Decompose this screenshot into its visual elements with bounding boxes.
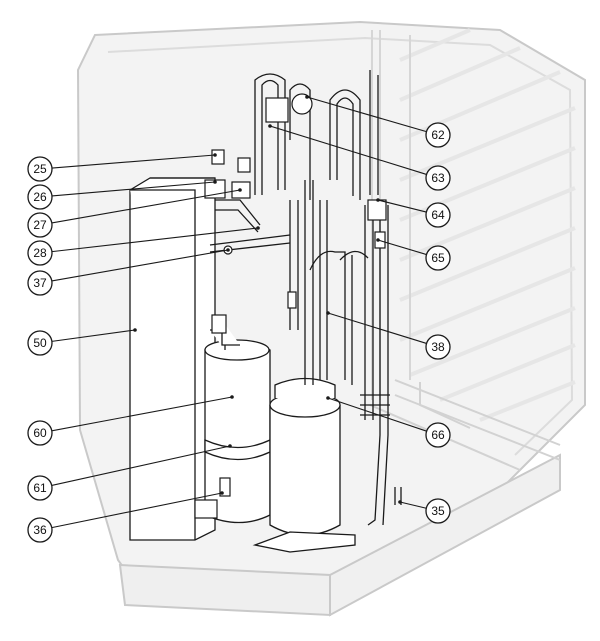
leader-line	[399, 501, 427, 509]
leader-end-dot	[326, 396, 330, 400]
callout-28: 28	[27, 226, 260, 266]
callout-60: 60	[27, 395, 234, 446]
callout-label: 35	[431, 504, 445, 518]
leader-end-dot	[230, 395, 234, 399]
leader-line	[51, 181, 216, 197]
leader-line	[51, 492, 223, 529]
callout-36: 36	[27, 491, 224, 543]
leader-end-dot	[238, 188, 242, 192]
callout-circle	[27, 270, 53, 296]
callout-circle	[27, 156, 53, 182]
leader-end-dot	[213, 180, 217, 184]
callout-62: 62	[305, 95, 451, 148]
callout-label: 50	[33, 336, 47, 350]
callout-label: 28	[33, 246, 47, 260]
valves-and-sensors	[194, 93, 387, 519]
callout-circle	[27, 212, 53, 238]
callout-38: 38	[326, 311, 451, 360]
leader-line	[306, 96, 427, 133]
callout-label: 26	[33, 190, 47, 204]
leader-end-dot	[220, 491, 224, 495]
leader-line	[377, 199, 427, 213]
callout-label: 63	[431, 171, 445, 185]
refrigerant-pipes	[209, 70, 402, 526]
accumulator	[252, 377, 356, 553]
leader-end-dot	[133, 328, 137, 332]
leader-line	[327, 397, 427, 432]
leader-end-dot	[213, 153, 217, 157]
callout-label: 36	[33, 523, 47, 537]
callout-circle	[27, 420, 53, 446]
leader-end-dot	[376, 238, 380, 242]
leader-line	[377, 239, 427, 256]
callout-label: 61	[33, 481, 47, 495]
callout-circle	[27, 517, 53, 543]
callout-label: 37	[33, 276, 47, 290]
callout-circle	[27, 330, 53, 356]
leader-line	[269, 125, 427, 175]
callout-61: 61	[27, 444, 232, 501]
leader-line	[51, 445, 231, 486]
leader-end-dot	[226, 248, 230, 252]
callout-circle	[425, 422, 451, 448]
callout-37: 37	[27, 248, 230, 296]
callout-35: 35	[398, 498, 451, 524]
callout-63: 63	[268, 124, 451, 191]
callout-circle	[27, 184, 53, 210]
callout-label: 25	[33, 162, 47, 176]
callout-circle	[27, 475, 53, 501]
callout-label: 65	[431, 251, 445, 265]
callout-circle	[425, 498, 451, 524]
leader-end-dot	[228, 444, 232, 448]
leader-end-dot	[305, 95, 309, 99]
leader-end-dot	[376, 198, 380, 202]
heat-exchanger-panel	[129, 177, 216, 541]
callout-circle	[425, 165, 451, 191]
callout-label: 62	[431, 128, 445, 142]
leader-line	[51, 154, 216, 169]
callout-label: 66	[431, 428, 445, 442]
callout-layer: 25 26 27 28 37 50 60 61 36 62 63 64 65 38 66 35	[27, 95, 451, 543]
compressor	[204, 320, 271, 524]
leader-line	[327, 312, 427, 344]
callout-circle	[425, 334, 451, 360]
leader-end-dot	[256, 226, 260, 230]
leader-end-dot	[326, 311, 330, 315]
callout-label: 27	[33, 218, 47, 232]
leader-line	[51, 189, 241, 224]
callout-27: 27	[27, 188, 242, 238]
leader-end-dot	[268, 124, 272, 128]
callout-26: 26	[27, 180, 217, 210]
callout-65: 65	[376, 238, 451, 271]
callout-circle	[425, 245, 451, 271]
callout-64: 64	[376, 198, 451, 228]
callout-label: 64	[431, 208, 445, 222]
leader-line	[51, 249, 229, 282]
callout-25: 25	[27, 153, 217, 182]
leader-line	[51, 396, 233, 432]
callout-66: 66	[326, 396, 451, 448]
callout-label: 38	[431, 340, 445, 354]
leader-line	[51, 227, 259, 253]
callout-circle	[425, 202, 451, 228]
callout-circle	[425, 122, 451, 148]
callout-50: 50	[27, 328, 137, 356]
callout-label: 60	[33, 426, 47, 440]
leader-line	[51, 329, 136, 342]
leader-end-dot	[398, 500, 402, 504]
callout-circle	[27, 240, 53, 266]
